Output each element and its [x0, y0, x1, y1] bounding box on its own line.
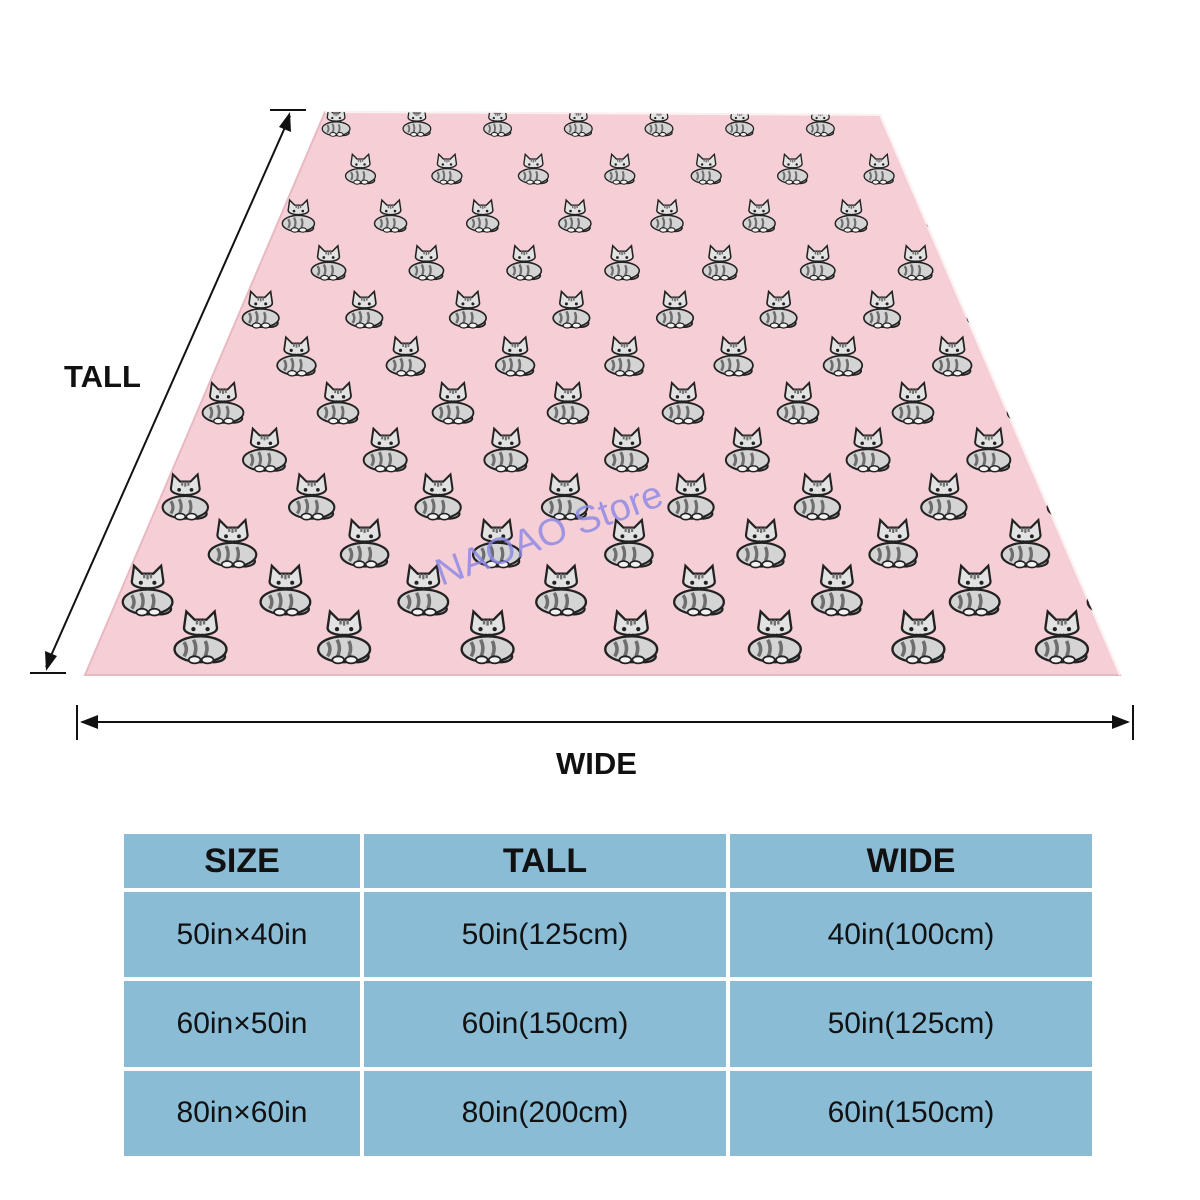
sitting-tabby-cat-icon — [120, 427, 167, 474]
size-cell: 80in×60in — [124, 1070, 360, 1156]
tall-cell: 80in(200cm) — [364, 1070, 726, 1156]
sitting-tabby-cat-icon — [949, 153, 982, 186]
blanket — [0, 110, 1200, 676]
size-table: SIZE TALL WIDE 50in×40in 50in(125cm) 40i… — [120, 830, 1096, 1160]
sitting-tabby-cat-icon — [189, 198, 224, 234]
sitting-tabby-cat-icon — [1134, 520, 1182, 568]
header-size: SIZE — [124, 834, 360, 888]
sitting-tabby-cat-icon — [1086, 564, 1120, 618]
sitting-tabby-cat-icon — [1006, 381, 1050, 426]
header-tall: TALL — [364, 834, 726, 888]
size-cell: 50in×40in — [124, 892, 360, 978]
sitting-tabby-cat-icon — [966, 290, 1006, 330]
wide-cell: 60in(150cm) — [730, 1070, 1092, 1156]
header-wide: WIDE — [730, 834, 1092, 888]
sitting-tabby-cat-icon — [1046, 472, 1095, 522]
tall-cell: 60in(150cm) — [364, 981, 726, 1067]
sitting-tabby-cat-icon — [1086, 427, 1120, 474]
sitting-tabby-cat-icon — [995, 244, 1032, 282]
table-row: 80in×60in 80in(200cm) 60in(150cm) — [124, 1070, 1092, 1156]
wide-label: WIDE — [556, 746, 637, 781]
size-cell: 60in×50in — [124, 981, 360, 1067]
sitting-tabby-cat-icon — [1180, 611, 1200, 663]
wide-cell: 40in(100cm) — [730, 892, 1092, 978]
wide-cell: 50in(125cm) — [730, 981, 1092, 1067]
sitting-tabby-cat-icon — [926, 198, 961, 234]
table-row: 60in×50in 60in(150cm) 50in(125cm) — [124, 981, 1092, 1067]
tall-dimension-arrow — [30, 109, 306, 674]
sitting-tabby-cat-icon — [0, 566, 35, 616]
size-table-header-row: SIZE TALL WIDE — [124, 834, 1092, 888]
table-row: 50in×40in 50in(125cm) 40in(100cm) — [124, 892, 1092, 978]
blanket-diagram — [0, 109, 1200, 740]
sitting-tabby-cat-icon — [258, 153, 291, 186]
sitting-tabby-cat-icon — [31, 611, 83, 663]
tall-cell: 50in(125cm) — [364, 892, 726, 978]
sitting-tabby-cat-icon — [166, 335, 208, 378]
sitting-tabby-cat-icon — [137, 290, 177, 330]
sitting-tabby-cat-icon — [886, 112, 916, 138]
sitting-tabby-cat-icon — [36, 474, 81, 519]
sitting-tabby-cat-icon — [240, 112, 271, 138]
sitting-tabby-cat-icon — [1040, 335, 1083, 378]
tall-label: TALL — [64, 359, 141, 394]
wide-dimension-arrow — [76, 705, 1134, 740]
